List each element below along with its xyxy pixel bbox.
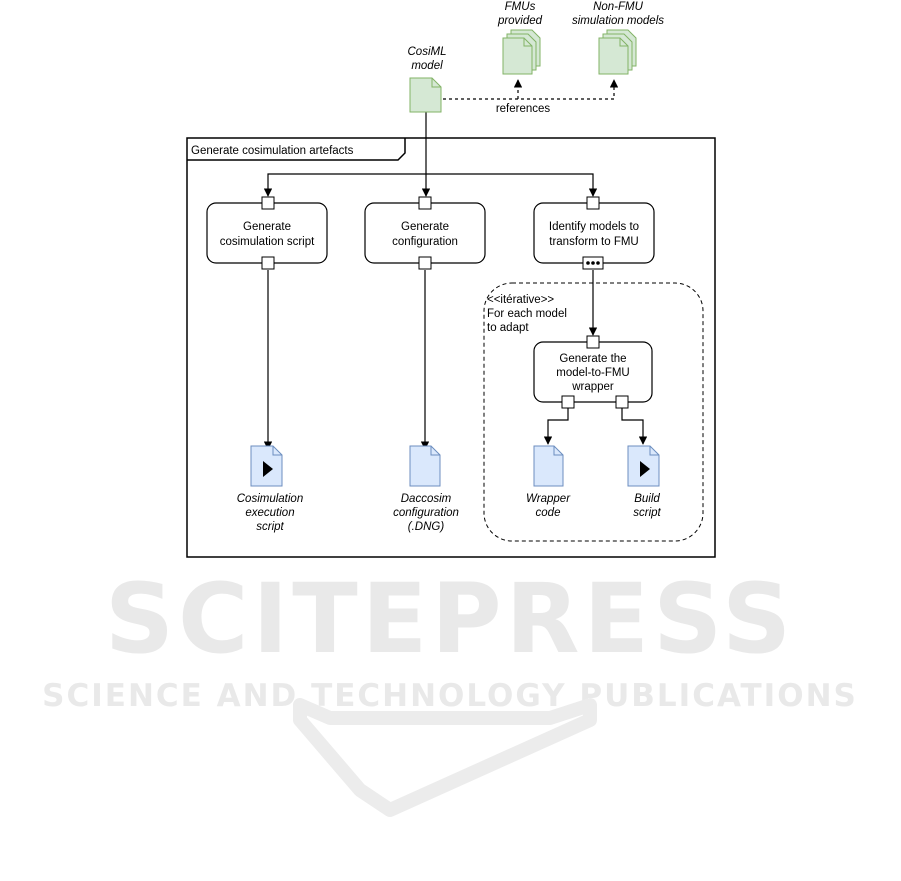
- action-label-line1: Generate the: [559, 353, 626, 365]
- frame-title: Generate cosimulation artefacts: [191, 145, 354, 157]
- watermark: SCITEPRESS SCIENCE AND TECHNOLOGY PUBLIC…: [42, 563, 858, 817]
- cosiml-model: CosiML model: [408, 46, 447, 113]
- action-label-line2: configuration: [392, 236, 458, 248]
- wrapper-to-code-arrow: [543, 408, 569, 445]
- cosiml-label-line1: CosiML: [408, 46, 447, 58]
- nonfmu-label-line1: Non-FMU: [593, 1, 644, 13]
- action-box: [533, 202, 655, 264]
- action-box: [206, 202, 328, 264]
- cosiml-label-line2: model: [411, 60, 443, 72]
- output-wrapper-code: Wrapper code: [526, 445, 571, 519]
- action-label-line2: model-to-FMU: [556, 367, 629, 379]
- input-pin: [586, 196, 600, 210]
- output-label-line2: code: [536, 507, 561, 519]
- config-document-icon: [409, 445, 441, 487]
- region-border: [483, 282, 704, 542]
- input-pin: [586, 335, 600, 349]
- output-label-line2: execution: [245, 507, 294, 519]
- cosiml-document-icon: [409, 77, 442, 113]
- nonfmu-models: Non-FMU simulation models: [572, 1, 664, 75]
- watermark-subtitle: SCIENCE AND TECHNOLOGY PUBLICATIONS: [42, 678, 858, 714]
- output-pin: [261, 256, 275, 270]
- region-label-line2: to adapt: [487, 322, 529, 334]
- watermark-emblem-icon: [293, 698, 597, 817]
- stream-dot-icon: [591, 261, 595, 265]
- fmus-label-line2: provided: [497, 15, 543, 27]
- action-label-line1: Identify models to: [549, 221, 639, 233]
- action-generate-config: Generate configuration: [364, 196, 486, 270]
- action-label-line1: Generate: [243, 221, 291, 233]
- output-pin: [615, 395, 629, 409]
- play-icon: [263, 461, 273, 477]
- action-box: [364, 202, 486, 264]
- references-label: references: [496, 103, 551, 115]
- stream-dot-icon: [596, 261, 600, 265]
- frame-tab: [187, 138, 406, 161]
- fmus-document-stack-icon: [502, 29, 541, 75]
- output-build-script: Build script: [627, 445, 662, 519]
- output-daccosim-config: Daccosim configuration (.DNG): [393, 445, 459, 533]
- output-label-line3: script: [256, 521, 284, 533]
- watermark-title: SCITEPRESS: [105, 563, 795, 675]
- output-label-line1: Wrapper: [526, 493, 571, 505]
- input-pin: [418, 196, 432, 210]
- connectors: [263, 79, 648, 450]
- references-nonfmu-arrow: [443, 79, 619, 100]
- action-identify-models: Identify models to transform to FMU: [533, 196, 655, 270]
- region-stereotype: <<itérative>>: [487, 294, 554, 306]
- region-label-line1: For each model: [487, 308, 567, 320]
- play-icon: [640, 461, 650, 477]
- output-label-line2: configuration: [393, 507, 459, 519]
- action-label-line2: cosimulation script: [220, 236, 315, 248]
- action-generate-script: Generate cosimulation script: [206, 196, 328, 270]
- output-label-line2: script: [633, 507, 661, 519]
- output-cosim-script: Cosimulation execution script: [237, 445, 303, 533]
- frame: Generate cosimulation artefacts: [186, 137, 716, 558]
- output-label-line3: (.DNG): [408, 521, 445, 533]
- branch-to-script-arrow: [263, 173, 426, 197]
- output-label-line1: Daccosim: [401, 493, 452, 505]
- fmus-label-line1: FMUs: [505, 1, 536, 13]
- output-label-line1: Build: [634, 493, 660, 505]
- branch-to-identify-arrow: [426, 173, 598, 197]
- action-label-line3: wrapper: [571, 381, 614, 393]
- frame-border: [186, 137, 716, 558]
- action-label-line1: Generate: [401, 221, 449, 233]
- output-pin: [418, 256, 432, 270]
- stream-dot-icon: [586, 261, 590, 265]
- action-label-line2: transform to FMU: [549, 236, 638, 248]
- nonfmu-document-stack-icon: [598, 29, 637, 75]
- code-document-icon: [533, 445, 564, 487]
- input-pin: [261, 196, 275, 210]
- fmus-provided: FMUs provided: [497, 1, 543, 75]
- nonfmu-label-line2: simulation models: [572, 15, 664, 27]
- iterative-region: <<itérative>> For each model to adapt: [483, 282, 704, 542]
- output-pin: [561, 395, 575, 409]
- action-generate-wrapper: Generate the model-to-FMU wrapper: [533, 335, 653, 409]
- wrapper-to-build-arrow: [621, 408, 648, 445]
- output-label-line1: Cosimulation: [237, 493, 303, 505]
